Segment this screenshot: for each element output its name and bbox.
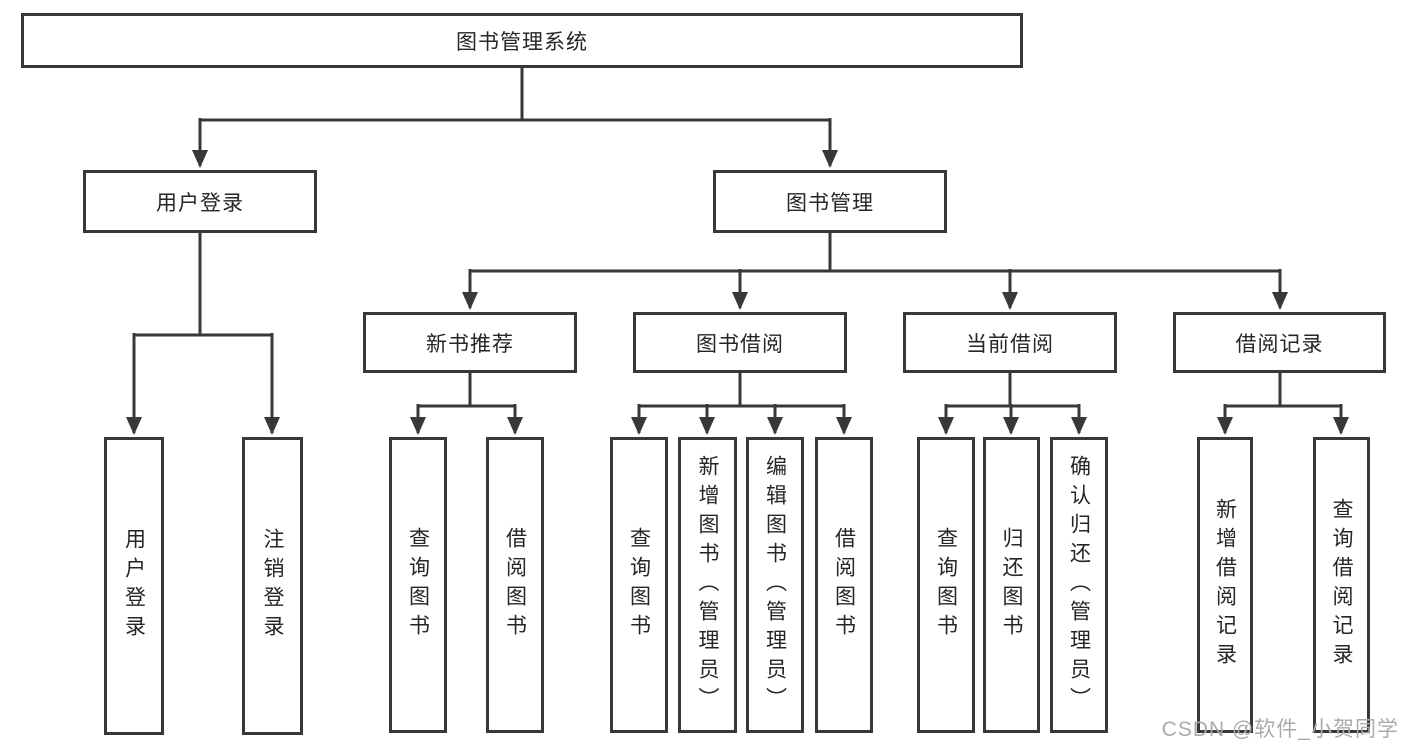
leaf-user-login: 用户登录 [104, 437, 164, 735]
node-user-login-module: 用户登录 [83, 170, 317, 233]
leaf-query-books-current: 查询图书 [917, 437, 975, 733]
leaf-logout: 注销登录 [242, 437, 303, 735]
node-root-system: 图书管理系统 [21, 13, 1023, 68]
leaf-add-borrow-record: 新增借阅记录 [1197, 437, 1253, 733]
leaf-query-books-recommend: 查询图书 [389, 437, 447, 733]
leaf-borrow-books-recommend: 借阅图书 [486, 437, 544, 733]
leaf-add-books-admin: 新增图书（管理员） [678, 437, 737, 733]
node-book-borrow: 图书借阅 [633, 312, 847, 373]
node-new-book-recommend: 新书推荐 [363, 312, 577, 373]
node-book-management-module: 图书管理 [713, 170, 947, 233]
leaf-confirm-return-admin: 确认归还（管理员） [1050, 437, 1108, 733]
leaf-return-books: 归还图书 [983, 437, 1040, 733]
leaf-borrow-books: 借阅图书 [815, 437, 873, 733]
leaf-query-borrow-record: 查询借阅记录 [1313, 437, 1370, 733]
leaf-query-books-borrow: 查询图书 [610, 437, 668, 733]
node-borrow-records: 借阅记录 [1173, 312, 1386, 373]
leaf-edit-books-admin: 编辑图书（管理员） [746, 437, 804, 733]
node-current-borrow: 当前借阅 [903, 312, 1117, 373]
csdn-watermark: CSDN @软件_小贺同学 [1161, 718, 1399, 741]
